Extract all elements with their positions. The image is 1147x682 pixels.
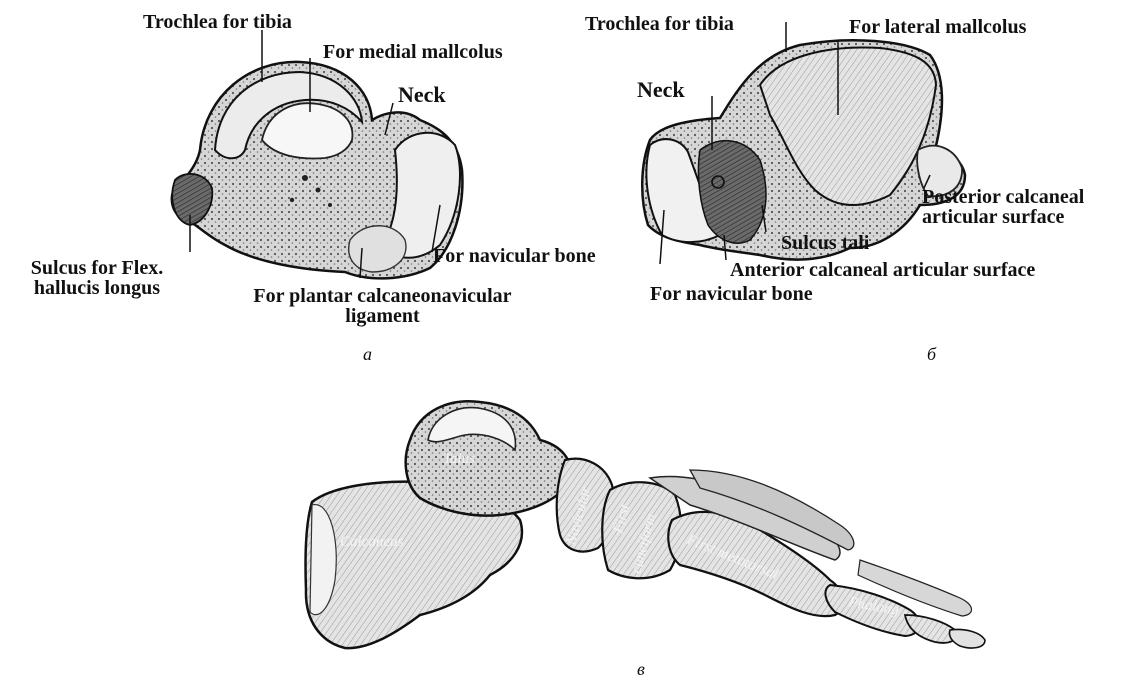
label-a-plantar-calcaneonavicular-ligament: For plantar calcaneonavicular ligament [210,286,555,326]
label-a-plantar-line1: For plantar calcaneonavicular [210,286,555,306]
label-b-neck: Neck [637,79,685,101]
label-b-posterior-line1: Posterior calcaneal [922,187,1084,207]
label-b-for-lateral-malleolus: For lateral mallcolus [849,17,1026,37]
talus-lateral-view [642,22,965,264]
label-a-sulcus-for-flex-hallucis-longus: Sulcus for Flex. hallucis longus [9,258,185,298]
label-a-trochlea-for-tibia: Trochlea for tibia [143,12,292,32]
talus-medial-view [172,30,463,278]
label-a-sulcus-line2: hallucis longus [9,278,185,298]
label-a-sulcus-line1: Sulcus for Flex. [9,258,185,278]
label-b-anterior-calcaneal-articular-surface: Anterior calcaneal articular surface [730,260,1035,280]
label-b-trochlea-for-tibia: Trochlea for tibia [585,14,734,34]
label-a-plantar-line2: ligament [210,306,555,326]
label-b-for-navicular-bone: For navicular bone [650,284,813,304]
caption-a: а [363,344,372,365]
caption-b: б [927,344,936,365]
bone-label-talus: Talus [443,451,475,467]
label-a-neck: Neck [398,84,446,106]
label-b-sulcus-tali: Sulcus tali [781,233,869,253]
label-a-for-medial-malleolus: For medial mallcolus [323,42,503,62]
foot-skeleton: Talus Calcaneus Navicular First cuneifor… [306,401,985,648]
label-b-posterior-calcaneal-articular-surface: Posterior calcaneal articular surface [922,187,1084,227]
bone-label-calcaneus: Calcaneus [340,534,403,550]
caption-c: в [637,659,645,680]
label-a-for-navicular-bone: For navicular bone [433,246,596,266]
label-b-posterior-line2: articular surface [922,207,1084,227]
